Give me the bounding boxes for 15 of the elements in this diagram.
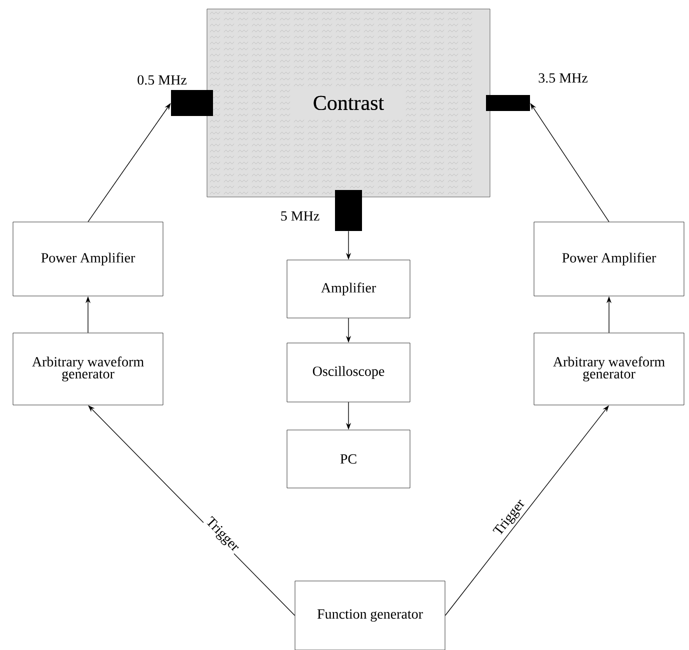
process-box: Arbitrary waveform generator	[534, 332, 684, 406]
process-box: Power Amplifier	[534, 222, 684, 296]
frequency-label: 0.5 MHz	[138, 75, 186, 85]
frequency-label: 3.5 MHz	[538, 73, 588, 83]
transducer	[335, 190, 362, 231]
process-box: Arbitrary waveform generator	[12, 332, 164, 406]
process-box: Amplifier	[286, 260, 410, 318]
transducer	[171, 90, 213, 116]
transducer	[486, 95, 530, 111]
process-box: Oscilloscope	[286, 342, 410, 402]
process-box: Function generator	[294, 580, 446, 650]
frequency-label: 5 MHz	[281, 211, 320, 221]
process-box: Power Amplifier	[12, 222, 164, 296]
process-box: PC	[286, 430, 410, 488]
medium-label: Contrast	[314, 96, 384, 110]
